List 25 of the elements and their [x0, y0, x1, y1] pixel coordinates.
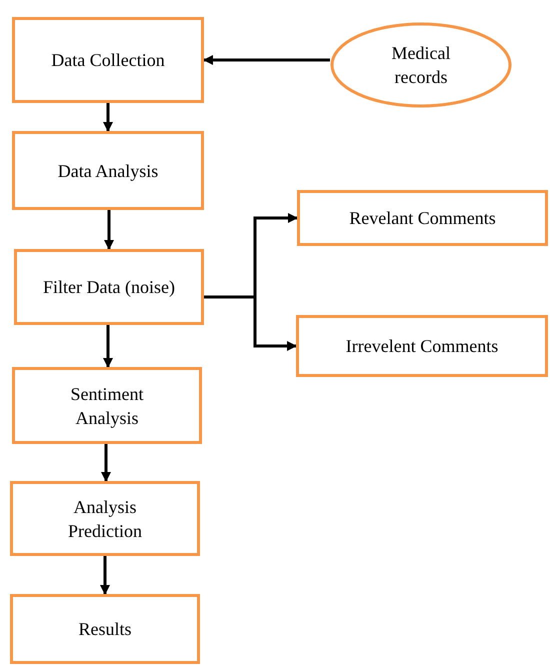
process-box: [12, 131, 204, 210]
node-label: Medical records: [390, 42, 452, 89]
arrow: [100, 556, 110, 595]
arrow: [101, 444, 111, 482]
process-box: [296, 315, 548, 377]
ellipse-node: [330, 22, 512, 108]
process-box: [10, 594, 200, 664]
node-label: Irrevelent Comments: [344, 335, 500, 358]
node-label: Revelant Comments: [348, 207, 497, 230]
node-label: Results: [77, 618, 132, 641]
arrow: [103, 103, 113, 132]
arrow: [203, 55, 330, 65]
node-label: Data Collection: [50, 49, 166, 72]
node-label: Analysis Prediction: [67, 496, 143, 542]
arrow: [104, 210, 114, 250]
process-box: [12, 367, 202, 444]
node-label: Sentiment Analysis: [70, 382, 144, 430]
process-box: [12, 17, 204, 103]
process-box: [10, 481, 200, 556]
node-label: Filter Data (noise): [42, 276, 176, 299]
process-box: [297, 190, 548, 246]
node-label: Data Analysis: [56, 160, 160, 182]
arrow: [103, 325, 113, 368]
arrow: [204, 296, 297, 351]
process-box: [14, 249, 204, 325]
